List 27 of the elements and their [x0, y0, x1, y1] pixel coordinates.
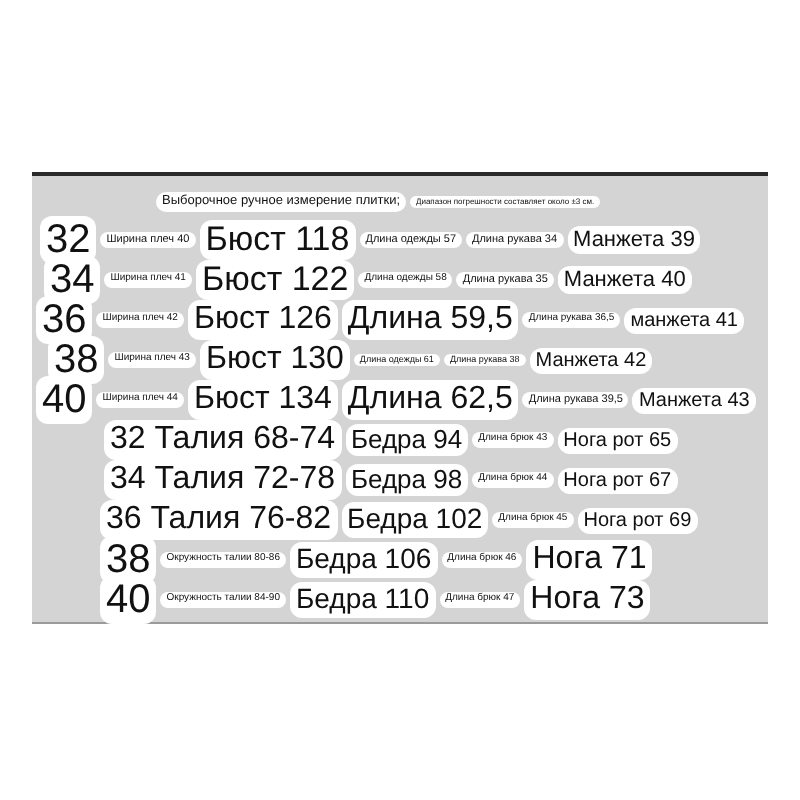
label-chip: Манжета 42 — [529, 347, 653, 373]
label-chip: Нога рот 69 — [577, 507, 698, 533]
label-chip: Бедра 102 — [341, 502, 489, 538]
label-chip: манжета 41 — [624, 307, 744, 333]
label-chip: 36 Талия 76-82 — [100, 500, 337, 540]
label-chip: Манжета 39 — [567, 225, 701, 255]
label-chip: Нога рот 65 — [557, 427, 678, 453]
label-chip: Манжета 40 — [557, 265, 692, 295]
label-chip: Бюст 130 — [199, 340, 350, 380]
label-chip: 32 Талия 68-74 — [104, 420, 341, 460]
label-chip: Бюст 122 — [195, 259, 355, 301]
label-chip: Манжета 43 — [632, 387, 756, 413]
label-chip: 40 — [100, 576, 157, 624]
label-chip: Нога 71 — [526, 540, 653, 580]
label-chip: Длина 62,5 — [341, 380, 519, 420]
label-chip: Бедра 98 — [345, 463, 469, 497]
label-chip: Бюст 126 — [187, 300, 338, 340]
label-chip: Бедра 94 — [345, 423, 469, 457]
label-chip: 34 Талия 72-78 — [104, 460, 341, 500]
label-chip: Бедра 110 — [289, 582, 436, 618]
label-chip: Длина 59,5 — [341, 300, 519, 340]
label-chip: Бедра 106 — [289, 542, 438, 578]
label-chip: 40 — [36, 376, 93, 424]
label-chip: Нога 73 — [524, 580, 651, 620]
label-chip: Нога рот 67 — [557, 467, 678, 493]
label-chip: Бюст 134 — [187, 380, 338, 420]
label-chip: Бюст 118 — [199, 219, 356, 261]
